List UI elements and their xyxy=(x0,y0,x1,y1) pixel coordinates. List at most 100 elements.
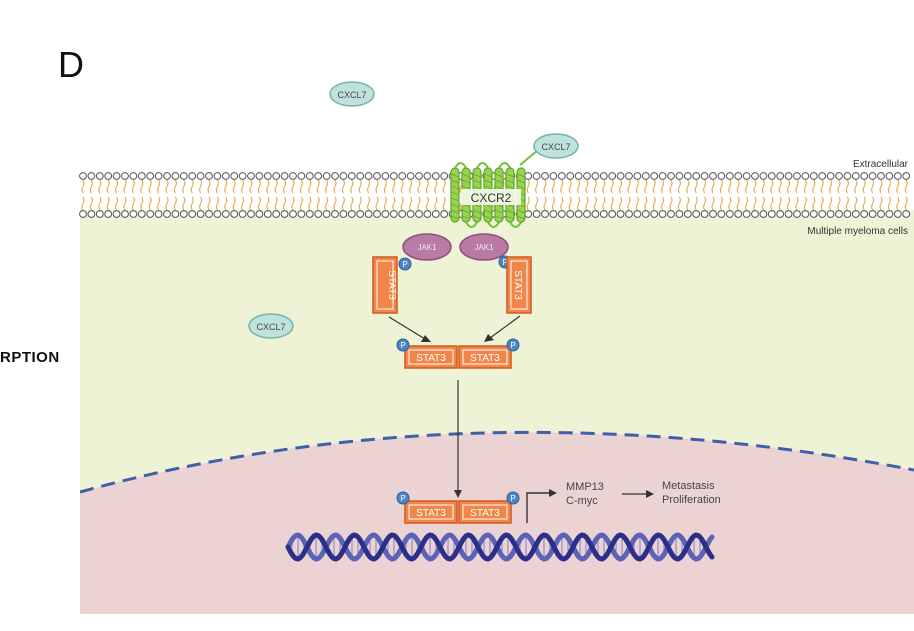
lipid-head xyxy=(860,210,869,218)
lipid-tail xyxy=(803,179,807,194)
lipid-tail xyxy=(761,196,765,211)
lipid-head xyxy=(843,210,852,218)
lipid-tail xyxy=(711,179,715,194)
lipid-tail xyxy=(442,196,446,211)
dimer-stat3-label: STAT3 xyxy=(416,508,446,519)
lipid-tail xyxy=(669,179,673,194)
lipid-head xyxy=(331,172,339,180)
lipid-tail xyxy=(442,179,446,194)
lipid-head xyxy=(305,172,314,180)
lipid-head xyxy=(893,172,902,180)
lipid-tail xyxy=(316,196,320,211)
lipid-tail xyxy=(115,179,119,194)
lipid-tail xyxy=(89,179,93,194)
lipid-tail xyxy=(367,179,371,194)
lipid-head xyxy=(692,210,701,218)
helix-stripe xyxy=(483,179,493,184)
lipid-head xyxy=(205,210,213,218)
lipid-head xyxy=(759,172,768,180)
helix-stripe xyxy=(494,173,504,178)
receptor-loop xyxy=(498,162,511,169)
lipid-head xyxy=(784,172,793,180)
lipid-tail xyxy=(770,196,774,211)
target-mmp13: MMP13 xyxy=(566,481,604,493)
lipid-tail xyxy=(677,179,681,194)
helix-stripe xyxy=(516,215,526,220)
lipid-head xyxy=(641,172,650,180)
helix-stripe xyxy=(505,215,515,220)
lipid-tail xyxy=(871,179,875,194)
lipid-tail xyxy=(308,196,312,211)
lipid-head xyxy=(381,210,390,218)
lipid-tail xyxy=(610,179,614,194)
lipid-tail xyxy=(795,196,799,211)
lipid-tail xyxy=(728,196,732,211)
helix-stripe xyxy=(461,173,471,178)
lipid-tail xyxy=(215,196,219,211)
lipid-head xyxy=(835,210,843,218)
lipid-tail xyxy=(803,196,807,211)
lipid-head xyxy=(255,172,264,180)
lipid-tail xyxy=(157,196,161,211)
lipid-tail xyxy=(560,196,564,211)
lipid-head xyxy=(641,210,650,218)
lipid-tail xyxy=(745,179,749,194)
helix-stripe xyxy=(516,179,526,184)
jak1-left: JAK1 xyxy=(402,233,452,261)
lipid-tail xyxy=(131,179,135,194)
helix-stripe xyxy=(472,179,482,184)
lipid-head xyxy=(683,172,692,180)
lipid-head xyxy=(591,172,600,180)
lipid-tail xyxy=(190,179,194,194)
lipid-head xyxy=(356,210,365,218)
ligand-label: CXCL7 xyxy=(337,90,366,100)
lipid-tail xyxy=(585,196,589,211)
lipid-head xyxy=(809,210,818,218)
lipid-head xyxy=(247,210,255,218)
lipid-tail xyxy=(787,179,791,194)
lipid-head xyxy=(793,210,801,218)
lipid-head xyxy=(625,210,633,218)
lipid-head xyxy=(322,172,331,180)
lipid-head xyxy=(389,210,398,218)
lipid-head xyxy=(398,172,407,180)
lipid-head xyxy=(767,210,776,218)
helix-stripe xyxy=(450,173,460,178)
lipid-tail xyxy=(887,196,891,211)
lipid-head xyxy=(725,172,734,180)
lipid-tail xyxy=(409,179,413,194)
lipid-tail xyxy=(165,179,169,194)
nuclear-translocation-arrowhead xyxy=(454,490,462,498)
lipid-head xyxy=(868,172,877,180)
lipid-head xyxy=(608,210,617,218)
lipid-head xyxy=(902,172,911,180)
lipid-head xyxy=(809,172,818,180)
helix-stripe xyxy=(505,209,515,214)
lipid-head xyxy=(625,172,633,180)
lipid-tail xyxy=(81,179,85,194)
lipid-tail xyxy=(896,196,900,211)
lipid-head xyxy=(137,172,146,180)
stat3-label: STAT3 xyxy=(512,270,523,300)
lipid-head xyxy=(297,210,306,218)
lipid-head xyxy=(675,210,684,218)
lipid-head xyxy=(423,210,432,218)
lipid-head xyxy=(566,210,575,218)
lipid-tail xyxy=(787,196,791,211)
lipid-tail xyxy=(400,179,404,194)
lipid-head xyxy=(532,172,541,180)
extracellular-label: Extracellular xyxy=(853,159,909,170)
lipid-head xyxy=(154,210,163,218)
lipid-tail xyxy=(249,196,253,211)
lipid-tail xyxy=(257,179,261,194)
receptor-loop xyxy=(487,221,500,228)
receptor-label-box xyxy=(461,189,521,205)
lipid-tail xyxy=(862,179,866,194)
lipid-head xyxy=(440,172,449,180)
lipid-tail xyxy=(283,179,287,194)
lipid-tail xyxy=(677,196,681,211)
lipid-head xyxy=(734,210,743,218)
lipid-head xyxy=(751,172,759,180)
helix-stripe xyxy=(516,185,526,190)
